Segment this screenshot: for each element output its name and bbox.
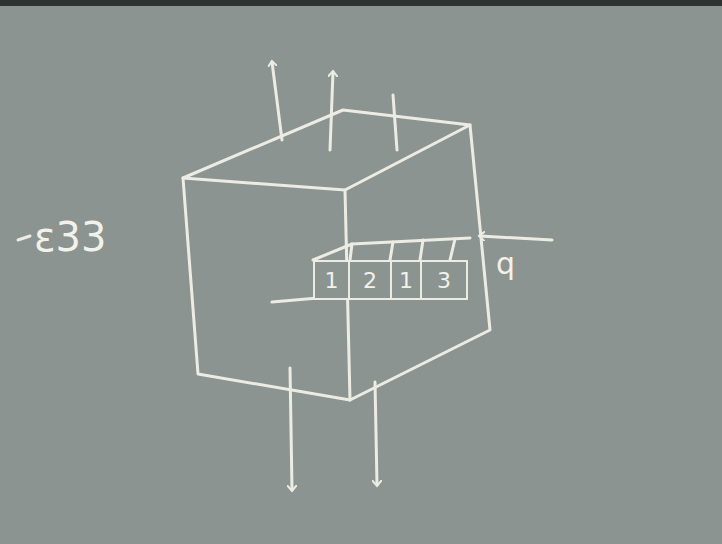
strip-cell: 2: [348, 260, 392, 300]
charge-label: q: [496, 246, 515, 281]
strip-cell: 3: [420, 260, 468, 300]
cell-number: 3: [437, 268, 451, 293]
strain-label: ε33: [34, 214, 107, 260]
strip-cell: 1: [313, 260, 350, 300]
cell-number: 1: [399, 268, 413, 293]
cell-number: 2: [363, 268, 377, 293]
board-edge: [0, 0, 722, 6]
cell-number: 1: [325, 268, 339, 293]
strip-cell: 1: [390, 260, 422, 300]
